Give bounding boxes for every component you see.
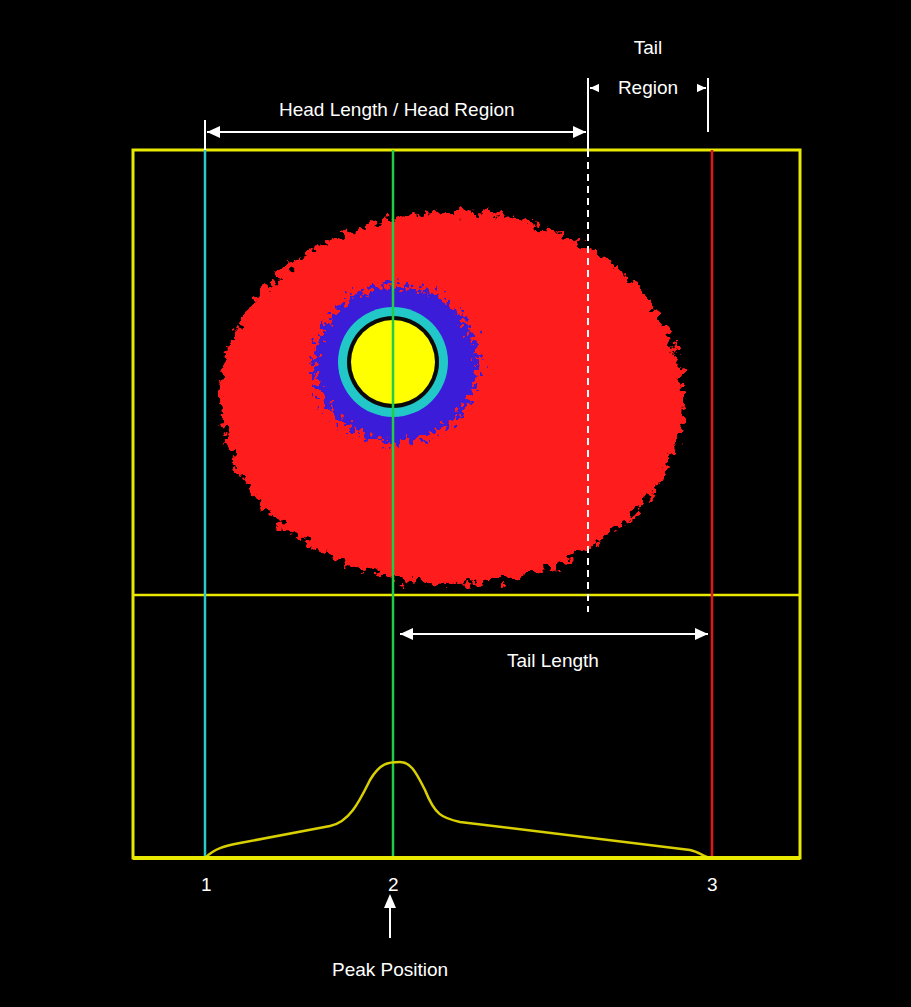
comet-tail-halo: [220, 212, 684, 584]
arrowhead: [384, 894, 396, 908]
comet-blue-halo: [314, 286, 478, 442]
dimension-tick: [204, 120, 206, 150]
profile-baseline: [133, 856, 800, 860]
dimension-line: [207, 131, 586, 133]
region-label: Tail Region: [599, 28, 697, 108]
pointer-line: [389, 905, 391, 938]
tail-end-marker: [711, 150, 714, 858]
dimension-tick: [707, 78, 709, 132]
position-number: 1: [201, 874, 212, 896]
dimension-label: Head Length / Head Region: [279, 99, 515, 121]
position-number: 3: [707, 874, 718, 896]
position-number: 2: [388, 874, 399, 896]
pointer-label: Peak Position: [332, 959, 448, 981]
head-tail-boundary: [587, 150, 589, 612]
dimension-tick: [587, 78, 589, 150]
image-frame: [133, 150, 800, 858]
arrowhead: [400, 628, 413, 640]
arrowhead: [573, 126, 586, 138]
intensity-profile: [205, 762, 712, 858]
profile-divider: [133, 594, 800, 597]
arrowhead: [695, 628, 708, 640]
head-start-marker: [204, 150, 207, 858]
arrowhead: [207, 126, 220, 138]
peak-marker: [392, 150, 395, 858]
dimension-line: [400, 633, 708, 635]
dimension-label: Tail Length: [507, 650, 599, 672]
